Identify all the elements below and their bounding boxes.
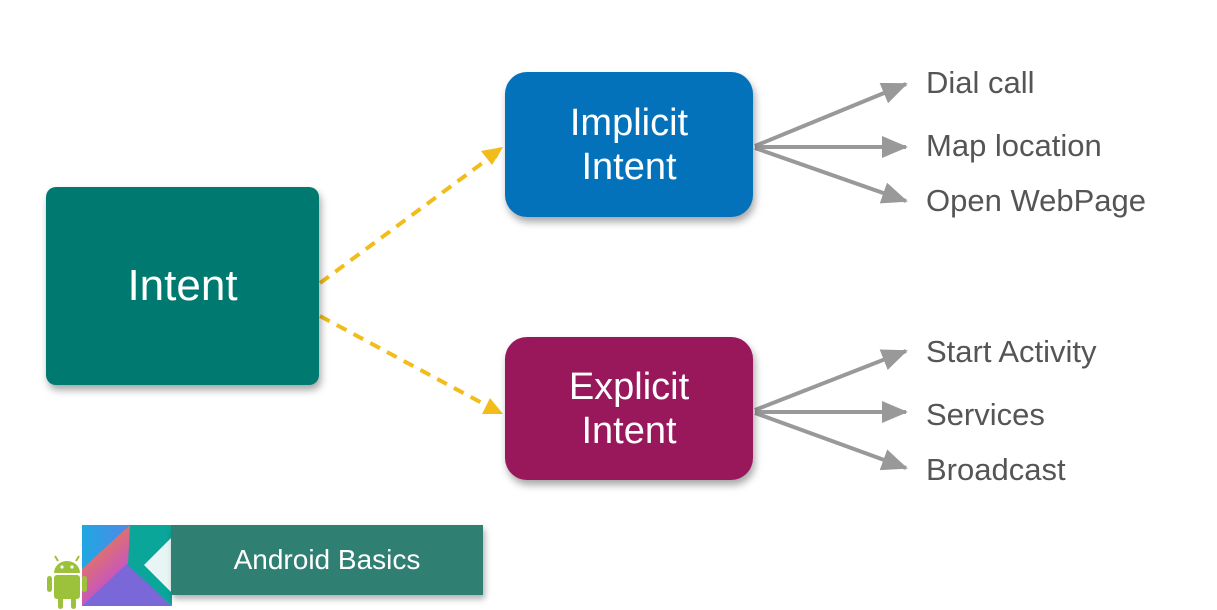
intent-to-explicit-arrow — [319, 314, 496, 412]
implicit-example-open-webpage: Open WebPage — [926, 183, 1147, 218]
explicit-to-activity-arrow — [754, 349, 908, 412]
explicit-example-services: Services — [926, 397, 1045, 432]
explicit-example-broadcast: Broadcast — [926, 452, 1066, 487]
explicit-node-line2: Intent — [581, 409, 677, 452]
intent-to-implicit-arrowhead — [481, 147, 503, 165]
kotlin-android-logo-icon — [47, 525, 172, 609]
explicit-node-line1: Explicit — [568, 365, 690, 408]
explicit-example-start-activity: Start Activity — [926, 334, 1097, 369]
intent-to-explicit-arrowhead — [482, 398, 503, 414]
implicit-example-map-location: Map location — [926, 128, 1102, 163]
implicit-example-dial-call: Dial call — [926, 65, 1035, 100]
explicit-to-broadcast-arrow — [754, 411, 908, 471]
implicit-node-line2: Intent — [581, 145, 677, 188]
implicit-to-webpage-arrow — [754, 146, 908, 204]
explicit-intent-node: Explicit Intent — [505, 337, 753, 480]
implicit-intent-node: Implicit Intent — [505, 72, 753, 217]
intent-node: Intent — [46, 187, 319, 385]
intent-node-label: Intent — [127, 261, 238, 310]
android-basics-banner: Android Basics — [171, 525, 483, 595]
implicit-node-line1: Implicit — [569, 101, 689, 144]
banner-label: Android Basics — [233, 544, 421, 575]
intent-to-implicit-arrow — [318, 148, 502, 285]
implicit-to-dial-arrow — [754, 82, 908, 148]
